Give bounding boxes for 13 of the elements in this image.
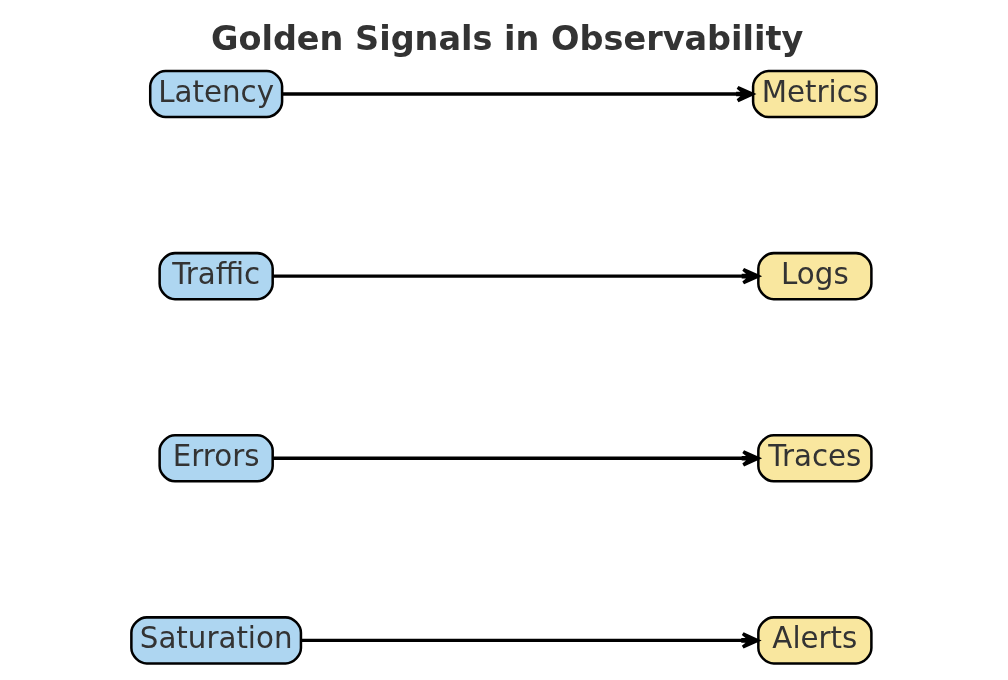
diagram-title: Golden Signals in Observability	[210, 18, 804, 58]
node-box: Logs	[757, 251, 873, 301]
node-box: Errors	[158, 434, 274, 483]
arrow	[273, 267, 760, 285]
node-box: Saturation	[130, 616, 303, 665]
node-box: Alerts	[757, 616, 873, 665]
node-box: Traffic	[158, 251, 274, 301]
arrow	[282, 85, 755, 103]
arrow	[273, 450, 760, 467]
arrow	[301, 632, 760, 649]
node-box: Metrics	[751, 69, 878, 119]
node-box: Latency	[148, 69, 284, 119]
node-box: Traces	[757, 434, 873, 483]
